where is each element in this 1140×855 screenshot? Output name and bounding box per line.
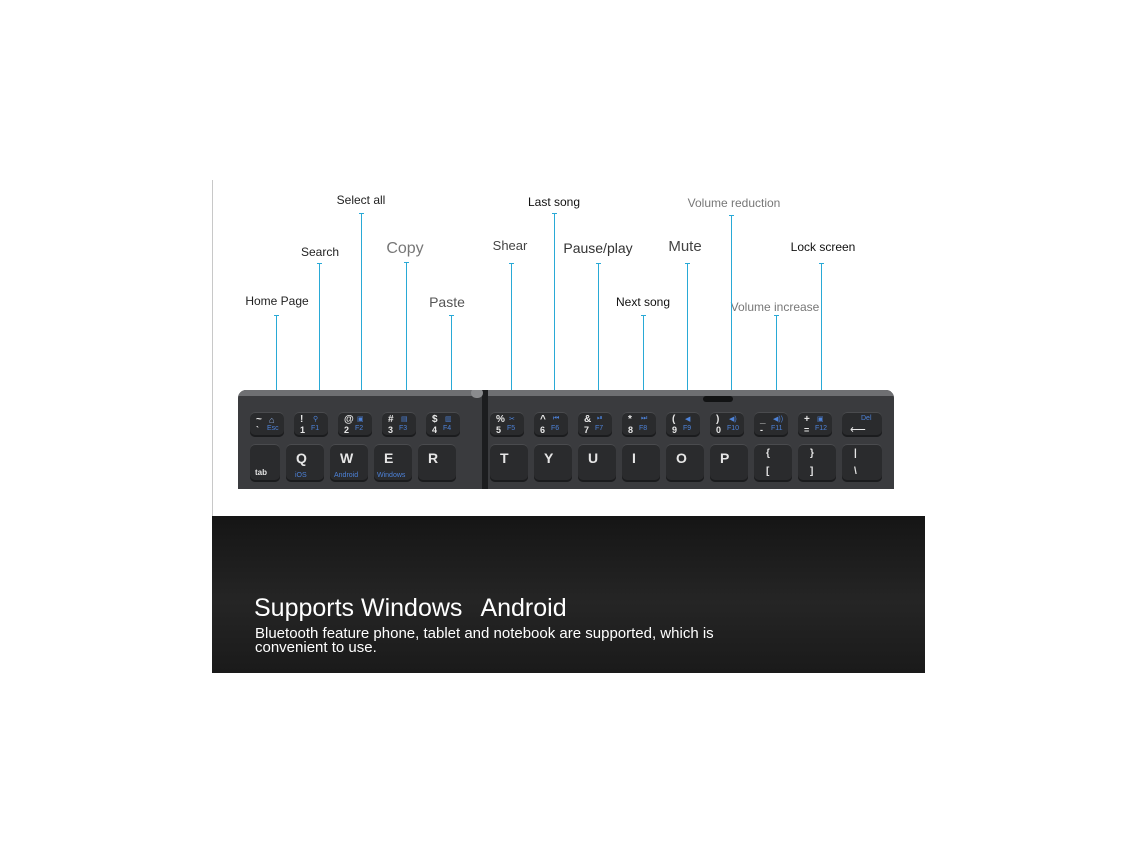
callout-home-page: Home Page [245,294,309,308]
key-r[interactable]: R [418,444,456,482]
key-p[interactable]: P [710,444,748,482]
key-open-bracket[interactable]: { [ [754,444,792,482]
key-f3[interactable]: # 3 ▤ F3 [382,412,416,437]
key-f1[interactable]: ! 1 ⚲ F1 [294,412,328,437]
key-f2[interactable]: @ 2 ▣ F2 [338,412,372,437]
select-all-icon: ▣ [357,416,364,423]
key-f5[interactable]: % 5 ✂ F5 [490,412,524,437]
key-f10[interactable]: ) 0 ◀) F10 [710,412,744,437]
leader-line-pause-play [596,263,601,412]
keyboard-top-edge [238,390,894,396]
lock-icon: ▣ [817,416,824,423]
key-q[interactable]: Q iOS [286,444,324,482]
key-f4[interactable]: $ 4 ▥ F4 [426,412,460,437]
callout-shear: Shear [492,238,528,253]
key-t[interactable]: T [490,444,528,482]
key-f12[interactable]: + = ▣ F12 [798,412,832,437]
key-f11[interactable]: _ - ◀)) F11 [754,412,788,437]
callout-volume-reduction: Volume reduction [687,196,781,210]
callout-search: Search [300,245,340,259]
backspace-arrow-icon: ⟵ [850,424,866,436]
leader-line-mute [685,263,690,412]
play-pause-icon: ⏯ [597,415,603,422]
search-icon: ⚲ [313,416,319,423]
key-e[interactable]: E Windows [374,444,412,482]
mute-icon: ◀ [685,416,691,423]
leader-line-volume-reduction [729,215,734,400]
page-divider-line [212,180,213,520]
leader-line-last-song [552,213,557,412]
callout-paste: Paste [429,294,465,310]
callout-select-all: Select all [336,193,386,207]
leader-line-search [317,263,322,412]
callout-pause-play: Pause/play [563,240,633,256]
key-tab[interactable]: tab [250,444,280,482]
keyboard-fold-hinge [482,390,488,489]
key-o[interactable]: O [666,444,704,482]
key-i[interactable]: I [622,444,660,482]
callout-lock-screen: Lock screen [790,240,856,254]
paste-icon: ▥ [445,416,452,423]
scissors-icon: ✂ [509,416,515,423]
key-delete[interactable]: Del ⟵ [842,412,882,437]
volume-down-icon: ◀) [729,416,737,423]
leader-line-shear [509,263,514,412]
banner-description: Bluetooth feature phone, tablet and note… [255,625,714,656]
next-track-icon: ⏭ [641,415,648,422]
previous-track-icon: ⏮ [553,415,560,422]
callout-next-song: Next song [615,295,671,309]
leader-line-copy [404,262,409,412]
leader-line-select-all [359,213,364,412]
callout-copy: Copy [386,240,424,257]
key-f6[interactable]: ^ 6 ⏮ F6 [534,412,568,437]
key-y[interactable]: Y [534,444,572,482]
key-esc[interactable]: ~ ` ⌂ Esc [250,412,284,437]
home-icon: ⌂ [269,415,275,425]
callout-last-song: Last song [527,195,581,209]
key-f9[interactable]: ( 9 ◀ F9 [666,412,700,437]
leader-line-lock-screen [819,263,824,412]
hinge-knob [471,390,483,398]
key-backslash[interactable]: | \ [842,444,882,482]
callout-mute: Mute [668,238,702,255]
foldable-keyboard: ~ ` ⌂ Esc ! 1 ⚲ F1 @ 2 ▣ F2 # 3 ▤ F3 $ 4… [238,390,894,489]
leader-line-next-song [641,315,646,412]
key-u[interactable]: U [578,444,616,482]
indicator-slot [703,396,733,402]
copy-icon: ▤ [401,416,408,423]
leader-line-paste [449,315,454,412]
key-f8[interactable]: * 8 ⏭ F8 [622,412,656,437]
key-f7[interactable]: & 7 ⏯ F7 [578,412,612,437]
key-w[interactable]: W Android [330,444,368,482]
key-close-bracket[interactable]: } ] [798,444,836,482]
callout-volume-increase: Volume increase [730,300,820,314]
leader-line-home-page [274,315,279,412]
leader-line-volume-increase [774,315,779,412]
volume-up-icon: ◀)) [773,416,784,423]
